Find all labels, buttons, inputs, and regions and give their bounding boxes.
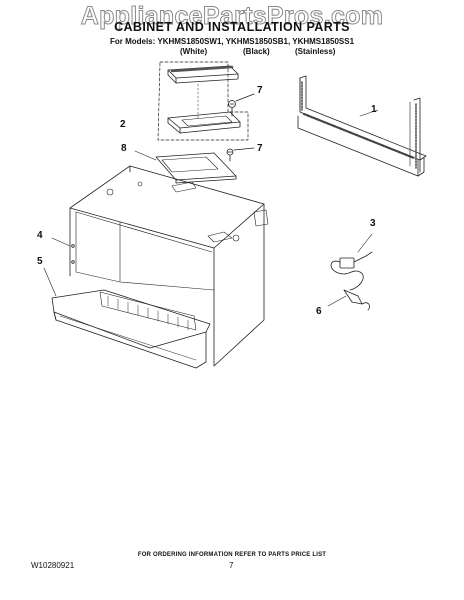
callout-7-upper: 7 (257, 85, 263, 96)
variant-black: (Black) (243, 47, 270, 56)
part-8-top-plate (134, 150, 237, 184)
cabinet-shell (51, 165, 269, 367)
callout-8: 8 (121, 143, 127, 154)
part-7-screw-upper (228, 93, 255, 117)
part-5-bottom-grille (43, 267, 211, 369)
ordering-info: FOR ORDERING INFORMATION REFER TO PARTS … (137, 552, 327, 558)
models-line: For Models: YKHMS1850SW1, YKHMS1850SB1, … (109, 37, 355, 46)
part-2-top-vent (167, 65, 239, 84)
callout-2: 2 (120, 119, 126, 130)
part-3-wire-harness (330, 233, 373, 291)
part-1-mounting-plate (297, 75, 427, 177)
variant-stainless: (Stainless) (295, 47, 336, 56)
part-6-terminal (327, 289, 370, 311)
callout-1: 1 (371, 104, 377, 115)
callout-4: 4 (37, 230, 43, 241)
variant-white: (White) (180, 47, 208, 56)
callout-6: 6 (316, 306, 322, 317)
page-number: 7 (229, 561, 234, 570)
callout-7-lower: 7 (257, 143, 263, 154)
part-7-screw-lower (226, 147, 255, 162)
page-title: CABINET AND INSTALLATION PARTS (114, 20, 350, 34)
watermark: AppliancePartsPros.com (80, 2, 384, 31)
part-2-group-outline (157, 61, 249, 141)
document-number: W10280921 (31, 561, 75, 570)
part-2-vent-tray (167, 83, 241, 134)
callout-3: 3 (370, 218, 376, 229)
callout-5: 5 (37, 256, 43, 267)
